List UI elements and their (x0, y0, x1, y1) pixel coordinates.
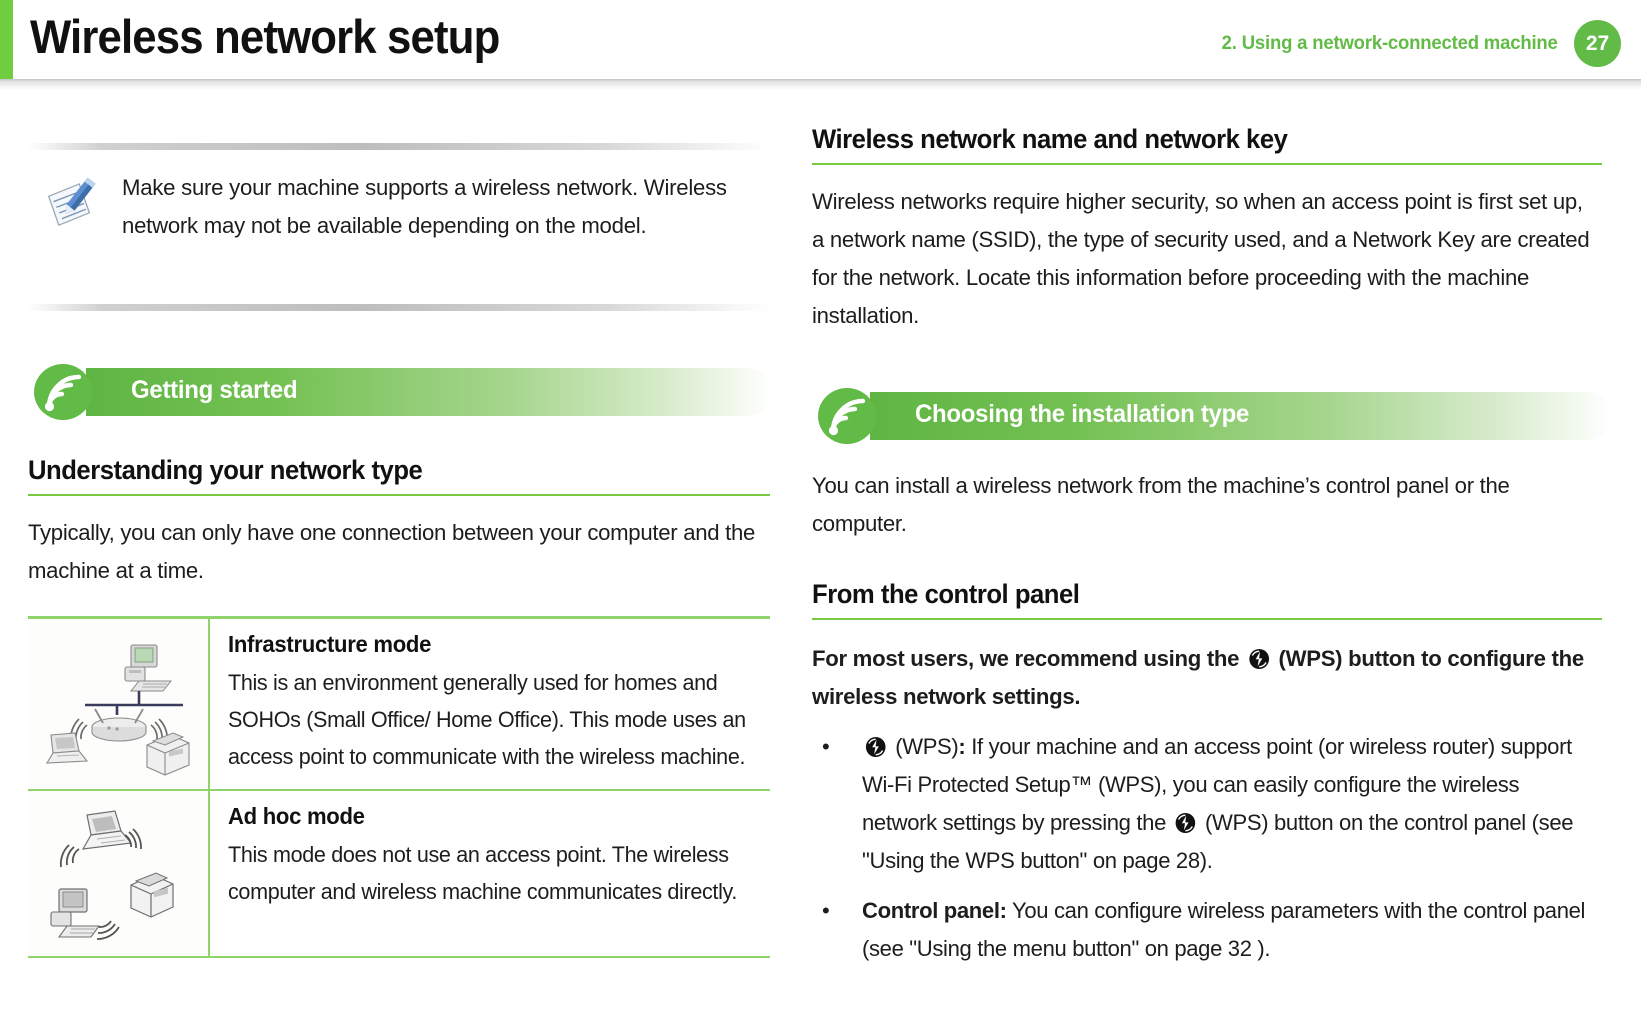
adhoc-network-diagram (28, 791, 210, 956)
paragraph-install-options: You can install a wireless network from … (812, 473, 1510, 536)
table-row: Ad hoc mode This mode does not use an ac… (28, 791, 770, 958)
wireless-signal-icon (32, 363, 94, 421)
section-label: Choosing the installation type (915, 400, 1250, 428)
control-panel-label: Control panel: (862, 898, 1007, 923)
subheading-network-key: Wireless network name and network key (812, 124, 1288, 154)
bullet-marker: • (822, 734, 830, 759)
wps-icon (1248, 644, 1270, 669)
subheading-rule (812, 618, 1602, 620)
recommend-text-after: (WPS) button to configure the wireless n… (812, 646, 1584, 709)
note-text: Make sure your machine supports a wirele… (122, 175, 727, 238)
wps-colon: : (958, 734, 966, 759)
mode-description: This is an environment generally used fo… (228, 670, 746, 769)
section-getting-started: Getting started (28, 363, 772, 421)
note-box: Make sure your machine supports a wirele… (28, 143, 770, 311)
list-item: • Control panel: You can configure wirel… (812, 892, 1612, 968)
paragraph-recommend-wps: For most users, we recommend using the (… (812, 640, 1600, 716)
network-mode-table: Infrastructure mode This is an environme… (28, 616, 770, 958)
infrastructure-network-diagram (28, 619, 210, 789)
wps-icon (1175, 808, 1197, 833)
wps-label: (WPS) (889, 734, 959, 759)
control-panel-description: You can configure wireless parameters wi… (862, 898, 1586, 961)
bullet-marker: • (822, 898, 830, 923)
header-accent-bar (0, 0, 13, 79)
mode-description: This mode does not use an access point. … (228, 842, 738, 904)
bullet-text: Control panel: You can configure wireles… (862, 892, 1597, 968)
page-title: Wireless network setup (30, 10, 500, 63)
note-top-edge (28, 143, 770, 150)
chapter-label: 2. Using a network-connected machine (1222, 32, 1558, 54)
section-label: Getting started (131, 376, 298, 404)
table-cell-text: Ad hoc mode This mode does not use an ac… (210, 791, 770, 956)
header-divider (0, 79, 1641, 92)
recommend-text-before: For most users, we recommend using the (812, 646, 1246, 671)
mode-title: Ad hoc mode (228, 803, 365, 829)
page-number-badge: 27 (1574, 20, 1621, 67)
right-column: Wireless network name and network key Wi… (812, 120, 1612, 980)
mode-title: Infrastructure mode (228, 631, 432, 657)
note-pencil-icon (42, 169, 104, 240)
section-choosing-installation-type: Choosing the installation type (812, 387, 1612, 445)
wps-description-tail: (WPS) button on the control panel (see "… (862, 810, 1574, 873)
left-column: Make sure your machine supports a wirele… (28, 120, 772, 958)
subheading-network-type: Understanding your network type (28, 455, 423, 485)
wireless-signal-icon (816, 387, 878, 445)
list-item: • (WPS): If your machine and an access p… (812, 728, 1612, 880)
note-bottom-edge (28, 304, 770, 311)
wps-description-head: If your machine and an access point (or … (862, 734, 1572, 835)
section-bar-background (86, 368, 772, 416)
wps-icon (865, 732, 887, 757)
paragraph-network-type: Typically, you can only have one connect… (28, 520, 756, 583)
paragraph-network-key: Wireless networks require higher securit… (812, 189, 1590, 328)
subheading-control-panel: From the control panel (812, 579, 1080, 609)
bullet-text: (WPS): If your machine and an access poi… (862, 728, 1597, 880)
installation-options-list: • (WPS): If your machine and an access p… (812, 728, 1612, 968)
subheading-rule (812, 163, 1602, 165)
page-header: Wireless network setup 2. Using a networ… (0, 0, 1641, 92)
section-bar-background (870, 392, 1612, 440)
table-row: Infrastructure mode This is an environme… (28, 619, 770, 791)
subheading-rule (28, 494, 770, 496)
table-cell-text: Infrastructure mode This is an environme… (210, 619, 770, 789)
header-right-group: 2. Using a network-connected machine 27 (1204, 20, 1621, 67)
